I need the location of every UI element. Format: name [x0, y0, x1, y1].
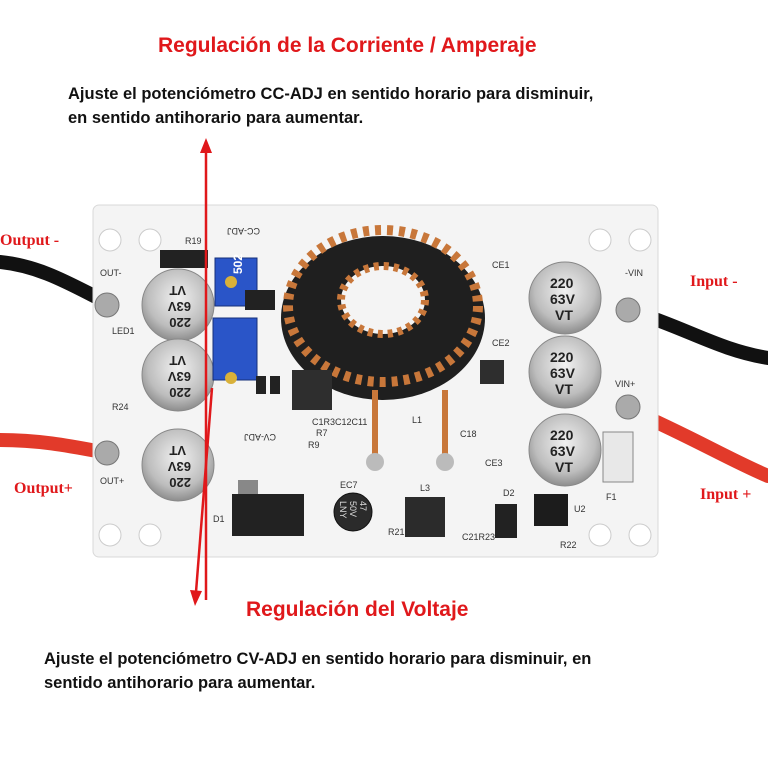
svg-text:VT: VT — [555, 459, 573, 475]
svg-text:VT: VT — [169, 283, 186, 298]
silk-r22: R22 — [560, 540, 577, 550]
voltage-description-line-2: sentido antihorario para aumentar. — [44, 674, 316, 692]
silk-cc-adj: CC-ADJ — [227, 226, 260, 236]
svg-text:63V: 63V — [550, 291, 576, 307]
current-description-line-1: Ajuste el potenciómetro CC-ADJ en sentid… — [68, 85, 594, 103]
silk-led1: LED1 — [112, 326, 135, 336]
silk-c18: C18 — [460, 429, 477, 439]
svg-text:50V: 50V — [348, 501, 358, 517]
voltage-regulation-description: Ajuste el potenciómetro CV-ADJ en sentid… — [44, 647, 591, 695]
silk-vin-plus: VIN+ — [615, 379, 635, 389]
silk-l1: L1 — [412, 415, 422, 425]
silk-r7: R7 — [316, 428, 328, 438]
silk-ce2: CE2 — [492, 338, 510, 348]
svg-text:LNY: LNY — [338, 501, 348, 519]
capacitor-left-1: 220 63V VT — [168, 283, 191, 330]
voltage-regulation-title: Regulación del Voltaje — [246, 598, 469, 621]
svg-text:220: 220 — [169, 385, 191, 400]
voltage-description-line-1: Ajuste el potenciómetro CV-ADJ en sentid… — [44, 650, 592, 668]
silk-r21: R21 — [388, 527, 405, 537]
silk-r9: R9 — [308, 440, 320, 450]
svg-text:63V: 63V — [550, 443, 576, 459]
silk-f1: F1 — [606, 492, 617, 502]
capacitor-right-3: 220 63V VT — [550, 427, 576, 475]
silk-d2: D2 — [503, 488, 515, 498]
silk-ic-code: C1R3C12C11 — [312, 417, 367, 427]
svg-text:VT: VT — [555, 307, 573, 323]
capacitor-left-2: 220 63V VT — [168, 353, 191, 400]
silk-ce1: CE1 — [492, 260, 510, 270]
svg-text:220: 220 — [550, 427, 574, 443]
svg-text:63V: 63V — [168, 299, 191, 314]
silk-u2: U2 — [574, 504, 586, 514]
input-minus-label: Input - — [690, 273, 738, 290]
svg-text:63V: 63V — [550, 365, 576, 381]
svg-text:63V: 63V — [168, 459, 191, 474]
svg-text:63V: 63V — [168, 369, 191, 384]
svg-text:VT: VT — [169, 353, 186, 368]
silk-out-plus: OUT+ — [100, 476, 124, 486]
capacitor-right-1: 220 63V VT — [550, 275, 576, 323]
silk-r24: R24 — [112, 402, 129, 412]
svg-text:220: 220 — [169, 475, 191, 490]
capacitor-right-2: 220 63V VT — [550, 349, 576, 397]
current-description-line-2: en sentido antihorario para aumentar. — [68, 109, 364, 127]
silk-r19: R19 — [185, 236, 202, 246]
silk-l3: L3 — [420, 483, 430, 493]
capacitor-left-3: 220 63V VT — [168, 443, 191, 490]
silk-d1: D1 — [213, 514, 225, 524]
svg-text:VT: VT — [169, 443, 186, 458]
potentiometer-marking: 502 — [231, 254, 245, 274]
silk-cv-adj: CV-ADJ — [244, 432, 276, 442]
silk-ec7: EC7 — [340, 480, 358, 490]
svg-text:VT: VT — [555, 381, 573, 397]
svg-text:220: 220 — [550, 349, 574, 365]
svg-text:220: 220 — [169, 315, 191, 330]
output-minus-label: Output - — [0, 232, 60, 249]
small-capacitor-ec7: 47 50V LNY — [338, 501, 368, 519]
input-plus-label: Input + — [700, 486, 752, 503]
svg-text:47: 47 — [358, 501, 368, 511]
svg-text:220: 220 — [550, 275, 574, 291]
silk-vin-minus: -VIN — [625, 268, 643, 278]
silk-c21r23: C21R23 — [462, 532, 495, 542]
silk-out-minus: OUT- — [100, 268, 122, 278]
current-regulation-title: Regulación de la Corriente / Amperaje — [158, 34, 537, 57]
current-regulation-description: Ajuste el potenciómetro CC-ADJ en sentid… — [68, 82, 593, 130]
silk-ce3: CE3 — [485, 458, 503, 468]
output-plus-label: Output+ — [14, 480, 73, 497]
